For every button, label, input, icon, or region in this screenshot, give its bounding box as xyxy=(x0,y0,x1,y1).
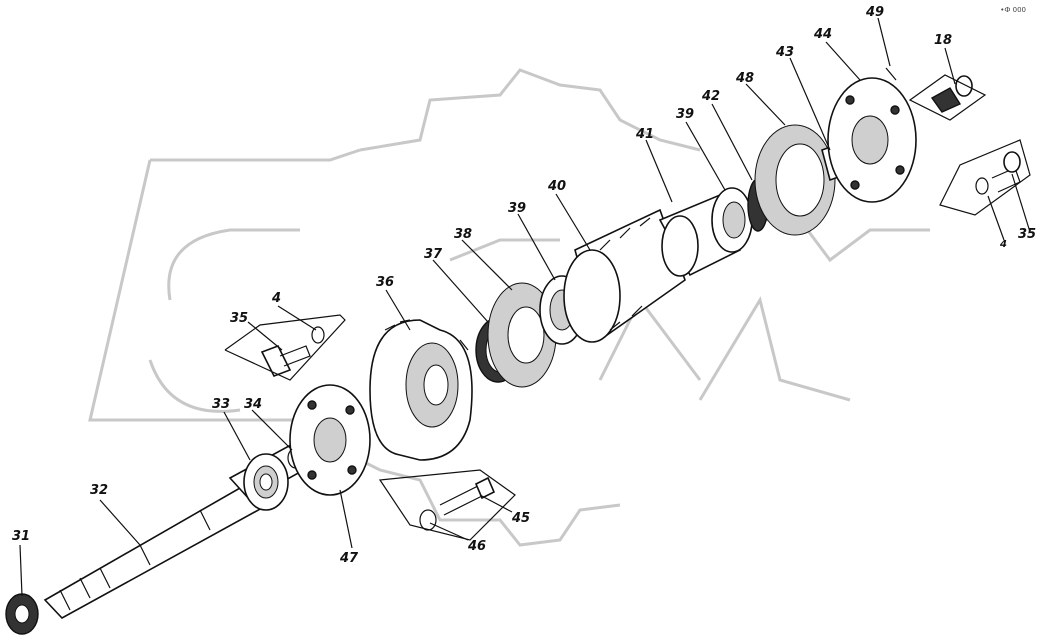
label-4-right: 4 xyxy=(1000,239,1007,250)
label-36: 36 xyxy=(376,275,395,290)
label-40: 40 xyxy=(548,179,567,194)
label-41: 41 xyxy=(636,127,655,142)
label-38: 38 xyxy=(454,227,473,242)
cover-44 xyxy=(827,77,917,203)
label-32: 32 xyxy=(90,483,109,498)
label-33: 33 xyxy=(212,397,231,412)
callout-box-bottom xyxy=(378,469,516,541)
pin-49 xyxy=(885,67,897,81)
label-46: 46 xyxy=(468,539,487,554)
bearing-33 xyxy=(243,453,289,511)
label-35-right: 35 xyxy=(1018,227,1037,242)
label-4-left: 4 xyxy=(272,291,282,306)
washer-31 xyxy=(5,593,39,635)
corner-mark: •Ф 000 xyxy=(1000,6,1026,14)
grease-fitting-18 xyxy=(930,75,973,113)
label-42: 42 xyxy=(702,89,721,104)
label-37: 37 xyxy=(424,247,443,262)
label-39-left: 39 xyxy=(508,201,527,216)
plate-38 xyxy=(487,282,557,388)
flange-47 xyxy=(289,384,371,496)
gear-36 xyxy=(369,319,473,461)
label-34: 34 xyxy=(244,397,263,412)
label-43: 43 xyxy=(776,45,795,60)
label-48: 48 xyxy=(736,71,755,86)
callout-box-top-right xyxy=(908,74,987,121)
leader-lines xyxy=(19,17,1031,597)
gasket-48 xyxy=(754,124,836,236)
washer-46 xyxy=(419,509,437,531)
label-47: 47 xyxy=(340,551,359,566)
label-31: 31 xyxy=(12,529,31,544)
label-35-left: 35 xyxy=(230,311,249,326)
label-39-right: 39 xyxy=(676,107,695,122)
bolt-45 xyxy=(439,476,496,516)
bolt-35-right xyxy=(991,151,1021,193)
washer-4-right xyxy=(975,177,989,195)
label-44: 44 xyxy=(814,27,833,42)
gear-40 xyxy=(563,208,686,343)
bolt-35-left xyxy=(260,344,311,378)
label-45: 45 xyxy=(512,511,531,526)
label-49: 49 xyxy=(866,5,885,20)
watermark xyxy=(88,68,930,547)
callout-box-left xyxy=(224,314,346,381)
bearing-39-right xyxy=(711,187,753,253)
label-18: 18 xyxy=(934,33,953,48)
washer-4-left xyxy=(311,326,325,344)
callout-box-right xyxy=(939,139,1031,216)
